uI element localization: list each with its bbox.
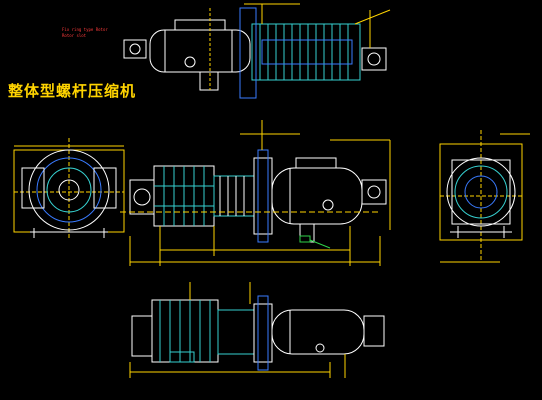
drawing-title: 整体型螺杆压缩机 <box>8 82 137 100</box>
drawing-note-2: Rotor slot <box>62 33 87 38</box>
drawing-note-1: Fix ring type Rotor <box>62 27 108 32</box>
front-view <box>120 120 391 266</box>
bottom-view <box>129 282 385 378</box>
top-view <box>123 3 391 99</box>
right-end-view <box>439 130 530 263</box>
left-end-view <box>13 138 125 240</box>
